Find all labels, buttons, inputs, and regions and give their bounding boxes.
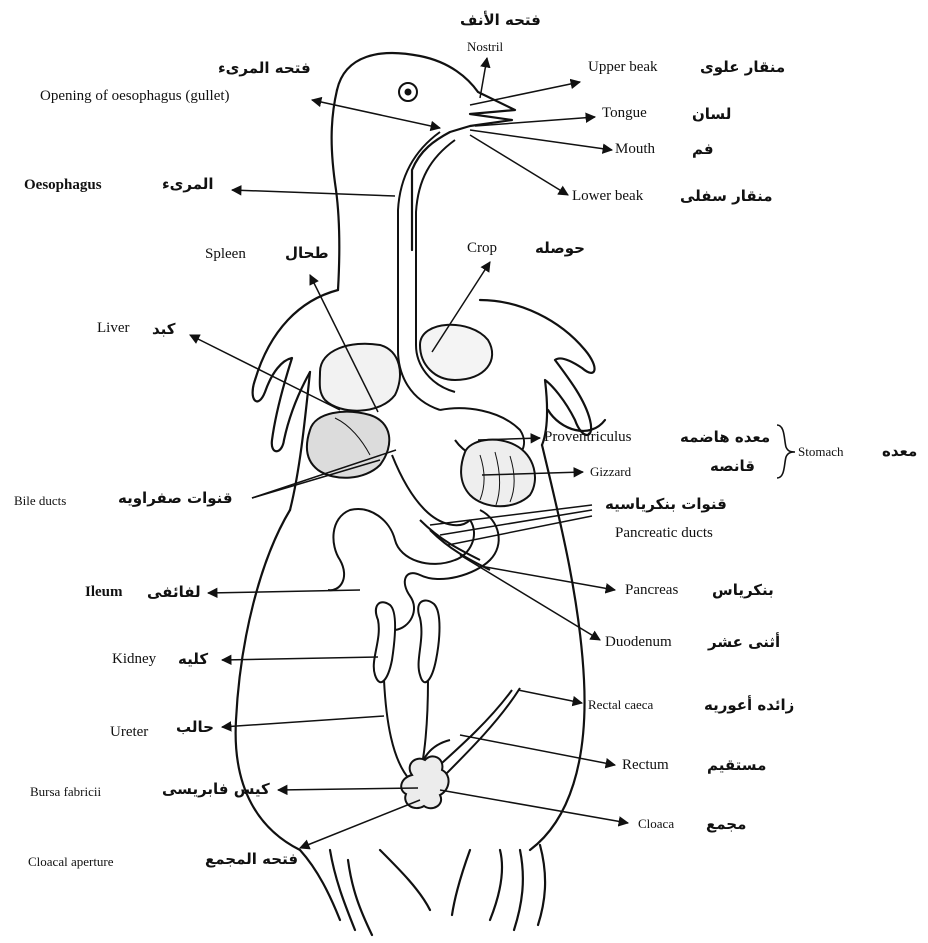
bursa-fabricii-label-ar: كيس فابريسى xyxy=(162,781,270,798)
proventriculus-label-en: Proventriculus xyxy=(544,429,632,446)
tongue-label-ar: لسان xyxy=(692,106,731,123)
pancreas-label-en: Pancreas xyxy=(625,582,678,599)
gizzard-label-ar: قانصه xyxy=(710,458,755,475)
upper-beak-label-ar: منقار علوى xyxy=(700,59,785,76)
cloacal-aperture-label-en: Cloacal aperture xyxy=(28,853,114,870)
digestive-organs xyxy=(307,132,535,808)
crop-label-en: Crop xyxy=(467,240,497,257)
oesophagus-opening-label-en: Opening of oesophagus (gullet) xyxy=(40,88,230,105)
cloaca-label-en: Cloaca xyxy=(638,815,674,832)
pancreatic-ducts-label-en: Pancreatic ducts xyxy=(615,525,713,542)
rectum-label-ar: مستقيم xyxy=(707,757,766,774)
stomach-bracket xyxy=(777,425,795,478)
mouth-label-en: Mouth xyxy=(615,141,655,158)
spleen-label-ar: طحال xyxy=(285,245,329,262)
proventriculus-label-ar: معده هاضمه xyxy=(680,429,770,446)
pancreas-label-ar: بنكرياس xyxy=(712,582,774,599)
kidney-label-ar: كليه xyxy=(178,651,208,668)
cloacal-aperture-label-ar: فتحه المجمع xyxy=(205,851,298,868)
gizzard-label-en: Gizzard xyxy=(590,463,631,480)
bile-ducts-label-ar: قنوات صفراويه xyxy=(118,490,233,507)
lower-beak-label-ar: منقار سفلى xyxy=(680,188,773,205)
spleen-label-en: Spleen xyxy=(205,246,246,263)
ileum-label-en: Ileum xyxy=(85,584,123,601)
ureter-label-ar: حالب xyxy=(176,719,214,736)
rectal-caeca-label-en: Rectal caeca xyxy=(588,696,653,713)
bursa-fabricii-label-en: Bursa fabricii xyxy=(30,783,101,800)
stomach-label-en: Stomach xyxy=(798,443,844,460)
stomach-label-ar: معده xyxy=(882,443,917,460)
mouth-label-ar: فم xyxy=(692,141,714,158)
lower-beak-label-en: Lower beak xyxy=(572,188,643,205)
eye xyxy=(399,83,417,101)
liver-label-en: Liver xyxy=(97,320,129,337)
rectal-caeca-label-ar: زائده أعوريه xyxy=(704,697,794,714)
rectum-label-en: Rectum xyxy=(622,757,669,774)
cloaca-label-ar: مجمع xyxy=(706,816,746,833)
leader-lines xyxy=(190,58,628,848)
tongue-label-en: Tongue xyxy=(602,105,647,122)
nostril-label-en: Nostril xyxy=(467,38,503,55)
bile-ducts-label-en: Bile ducts xyxy=(14,492,66,509)
pancreatic-ducts-label-ar: قنوات بنكرياسيه xyxy=(605,496,727,513)
ureter-label-en: Ureter xyxy=(110,724,148,741)
crop-label-ar: حوصله xyxy=(535,240,585,257)
nostril-label-ar: فتحه الأنف xyxy=(460,12,541,29)
duodenum-label-ar: أثنى عشر xyxy=(708,634,780,651)
ileum-label-ar: لفائفى xyxy=(147,584,201,601)
oesophagus-label-en: Oesophagus xyxy=(24,177,102,194)
duodenum-label-en: Duodenum xyxy=(605,634,672,651)
kidney-label-en: Kidney xyxy=(112,651,156,668)
oesophagus-opening-label-ar: فتحه المرىء xyxy=(218,60,311,77)
upper-beak-label-en: Upper beak xyxy=(588,59,658,76)
oesophagus-label-ar: المرىء xyxy=(162,176,214,193)
liver-label-ar: كبد xyxy=(152,321,176,338)
